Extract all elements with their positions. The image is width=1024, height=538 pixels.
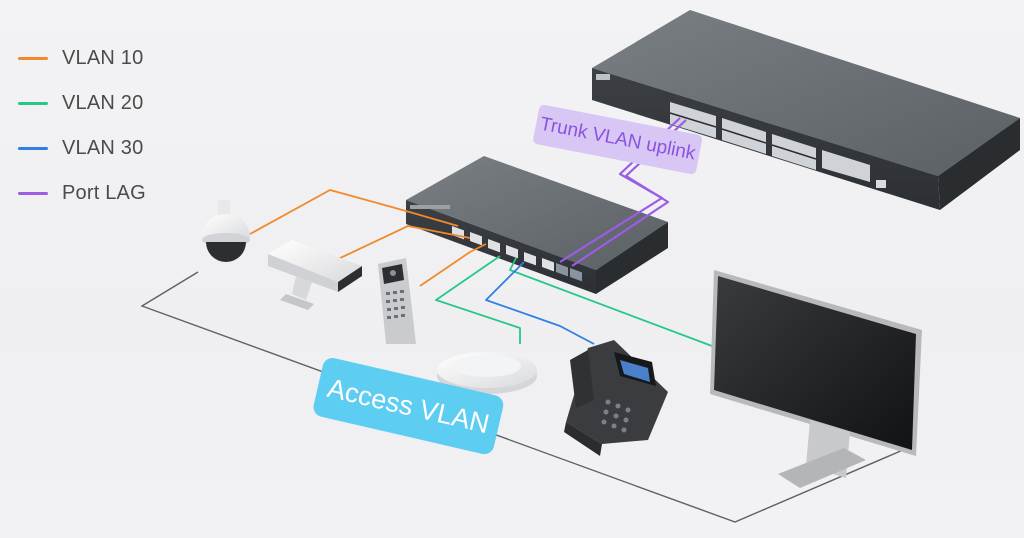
legend-label: Port LAG	[62, 182, 146, 204]
door-intercom	[378, 258, 416, 344]
dome-camera	[202, 200, 250, 262]
cable-vlan10-intercom	[419, 243, 487, 287]
legend: VLAN 10 VLAN 20 VLAN 30 Port LAG	[18, 36, 146, 216]
legend-swatch	[18, 147, 48, 150]
monitor	[710, 270, 922, 488]
legend-swatch	[18, 57, 48, 60]
legend-item-vlan10: VLAN 10	[18, 36, 146, 81]
bullet-camera	[268, 240, 362, 310]
access-point	[437, 352, 537, 394]
legend-item-vlan30: VLAN 30	[18, 126, 146, 171]
legend-swatch	[18, 102, 48, 105]
legend-swatch	[18, 192, 48, 195]
cable-vlan10-dome	[249, 189, 459, 235]
access-switch-ports	[452, 226, 582, 282]
access-switch	[406, 156, 668, 294]
cables	[249, 117, 713, 347]
legend-item-port-lag: Port LAG	[18, 171, 146, 216]
cable-vlan20-ap	[435, 255, 521, 344]
legend-item-vlan20: VLAN 20	[18, 81, 146, 126]
cable-vlan20-monitor	[509, 257, 713, 347]
legend-label: VLAN 10	[62, 47, 144, 69]
cable-vlan10-bullet	[335, 225, 471, 261]
ip-phone	[564, 340, 668, 456]
legend-label: VLAN 20	[62, 92, 144, 114]
legend-label: VLAN 30	[62, 137, 144, 159]
core-switch	[592, 10, 1020, 210]
cable-vlan30-phone	[485, 261, 595, 345]
